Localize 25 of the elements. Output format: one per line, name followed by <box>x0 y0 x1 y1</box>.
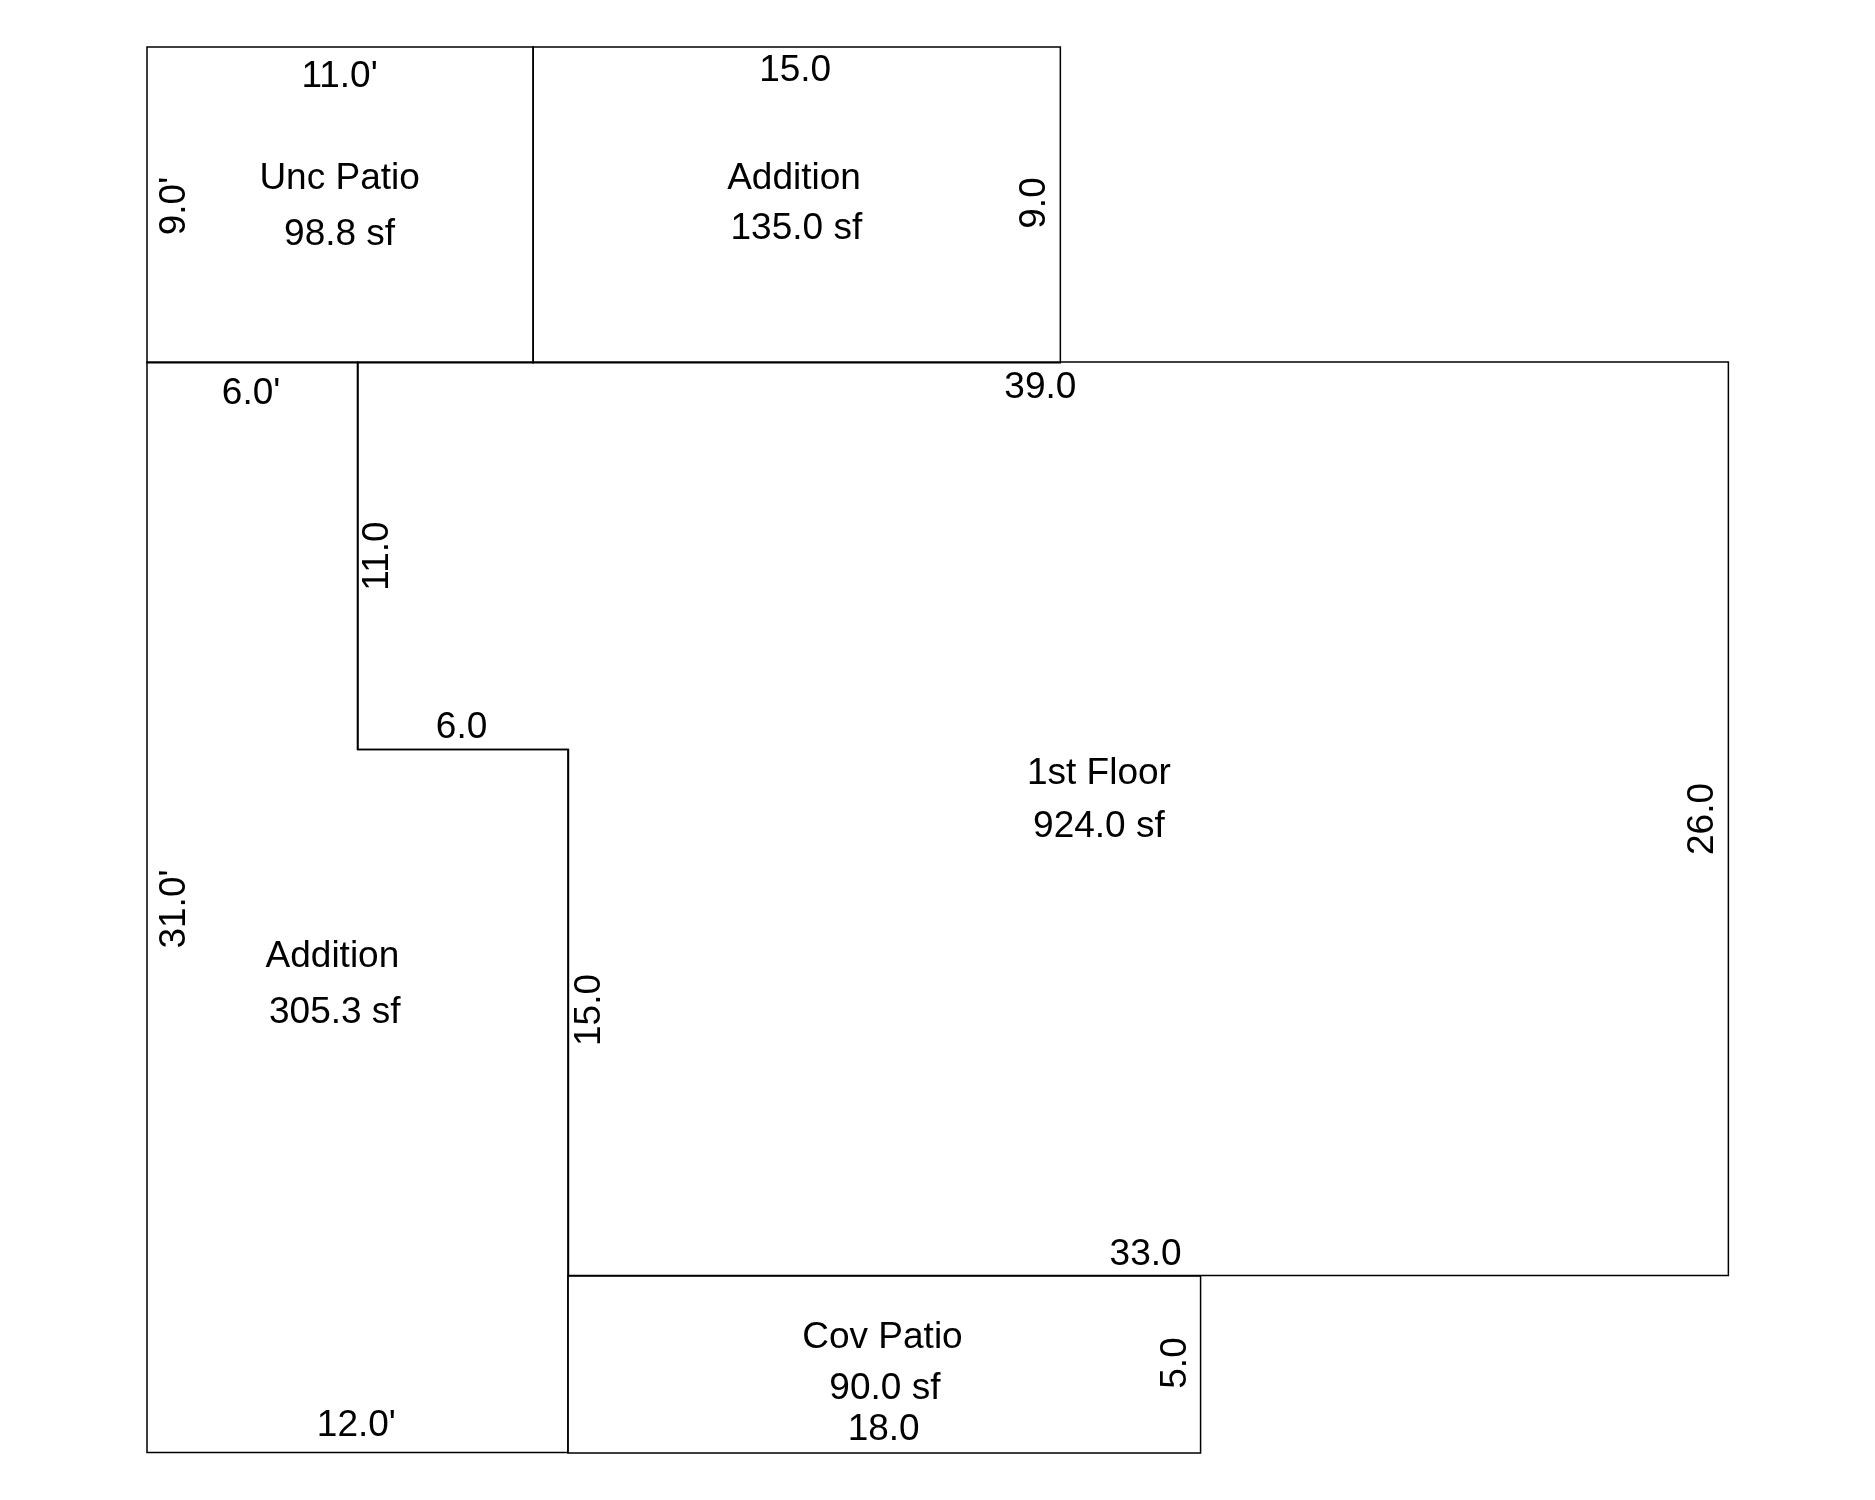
dimension-label: 12.0' <box>316 1404 396 1442</box>
dimension-label: 11.0 <box>356 521 394 591</box>
dimension-label: 5.0 <box>1154 1337 1192 1389</box>
area-label: 135.0 sf <box>730 207 863 245</box>
area-label: 924.0 sf <box>1033 805 1165 843</box>
dimension-label: 6.0' <box>221 372 281 410</box>
room-name: Addition <box>265 935 400 973</box>
room-name: Unc Patio <box>259 157 420 195</box>
room-name: 1st Floor <box>1026 752 1171 790</box>
dimension-label: 11.0' <box>301 55 378 93</box>
dimension-label: 39.0 <box>1004 366 1077 404</box>
dimension-label: 33.0 <box>1109 1233 1182 1271</box>
room-name: Addition <box>727 157 861 195</box>
dimension-label: 31.0' <box>153 869 191 949</box>
dimension-label: 15.0 <box>759 49 832 87</box>
area-label: 305.3 sf <box>269 991 401 1029</box>
dimension-label: 6.0 <box>435 706 488 744</box>
dimension-label: 15.0 <box>568 974 606 1047</box>
dimension-label: 18.0 <box>847 1408 920 1446</box>
area-label: 98.8 sf <box>284 213 396 251</box>
room-name: Cov Patio <box>802 1316 963 1353</box>
area-label: 90.0 sf <box>829 1367 941 1405</box>
dimension-label: 9.0 <box>1013 177 1051 229</box>
dimension-label: 9.0' <box>153 176 191 235</box>
dimension-label: 26.0 <box>1681 783 1719 856</box>
